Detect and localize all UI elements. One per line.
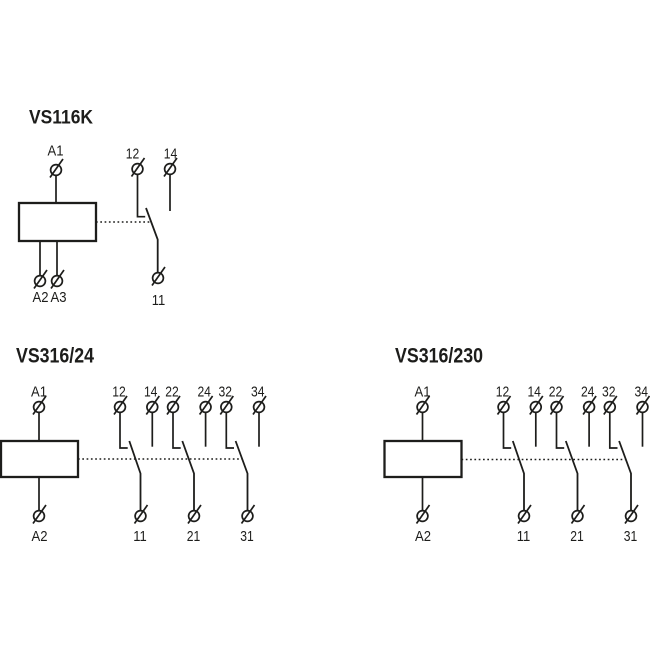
terminal-label-32: 32 — [219, 385, 233, 401]
contact-blade-3 — [618, 440, 632, 511]
diagram-vs316-24: VS316/24 A1 A2 12 14 11 22 24 21 32 34 — [0, 345, 267, 545]
contact-blade-1 — [511, 440, 525, 511]
terminal-a1-symbol — [49, 158, 64, 179]
wire-nc-contact-12 — [502, 412, 512, 449]
wire-nc-contact-22 — [555, 412, 565, 449]
contact-blade-3 — [234, 440, 249, 511]
terminal-label-12: 12 — [496, 385, 510, 401]
relay-coil — [383, 439, 463, 479]
terminal-label-22: 22 — [165, 385, 179, 401]
terminal-label-14: 14 — [144, 385, 158, 401]
relay-coil — [17, 201, 98, 243]
terminal-label-11: 11 — [152, 293, 166, 309]
contact-blade — [145, 207, 159, 273]
diagram-vs116k: VS116K A1 A2 A3 12 14 11 — [17, 107, 178, 309]
relay-coil — [0, 439, 80, 479]
terminal-label-31: 31 — [240, 529, 254, 545]
terminal-label-11: 11 — [133, 529, 147, 545]
terminal-label-a2: A2 — [32, 529, 48, 545]
contact-blade-2 — [181, 440, 195, 511]
wire-nc-contact-12 — [136, 174, 146, 218]
terminal-label-a1: A1 — [31, 385, 47, 401]
terminal-label-11: 11 — [517, 529, 531, 545]
terminal-label-24: 24 — [581, 385, 595, 401]
terminal-label-24: 24 — [197, 385, 211, 401]
contact-blade-2 — [564, 440, 579, 511]
wire-nc-contact-22 — [172, 412, 181, 449]
diagram-title: VS116K — [29, 107, 93, 129]
terminal-label-12: 12 — [126, 147, 140, 163]
terminal-label-14: 14 — [164, 147, 178, 163]
contact-blade-1 — [128, 440, 142, 511]
terminal-label-32: 32 — [602, 385, 616, 401]
terminal-label-21: 21 — [187, 529, 201, 545]
diagram-vs316-230: VS316/230 A1 A2 12 14 11 22 24 21 32 3 — [383, 345, 650, 545]
wire-nc-contact-32 — [225, 412, 234, 449]
terminal-label-34: 34 — [635, 385, 649, 401]
terminal-label-12: 12 — [112, 385, 126, 401]
terminal-label-21: 21 — [570, 529, 584, 545]
terminal-label-14: 14 — [527, 385, 541, 401]
terminal-label-a1: A1 — [415, 385, 431, 401]
terminal-label-34: 34 — [251, 385, 265, 401]
terminal-label-31: 31 — [624, 529, 638, 545]
diagram-title: VS316/230 — [395, 345, 483, 368]
wire-nc-contact-32 — [608, 412, 618, 449]
terminal-label-a1: A1 — [48, 144, 64, 160]
terminal-label-a2: A2 — [33, 290, 49, 306]
terminal-label-a2: A2 — [415, 529, 431, 545]
wire-nc-contact-12 — [119, 412, 128, 449]
terminal-label-22: 22 — [549, 385, 563, 401]
terminal-label-a3: A3 — [51, 290, 67, 306]
diagram-title: VS316/24 — [16, 345, 94, 368]
